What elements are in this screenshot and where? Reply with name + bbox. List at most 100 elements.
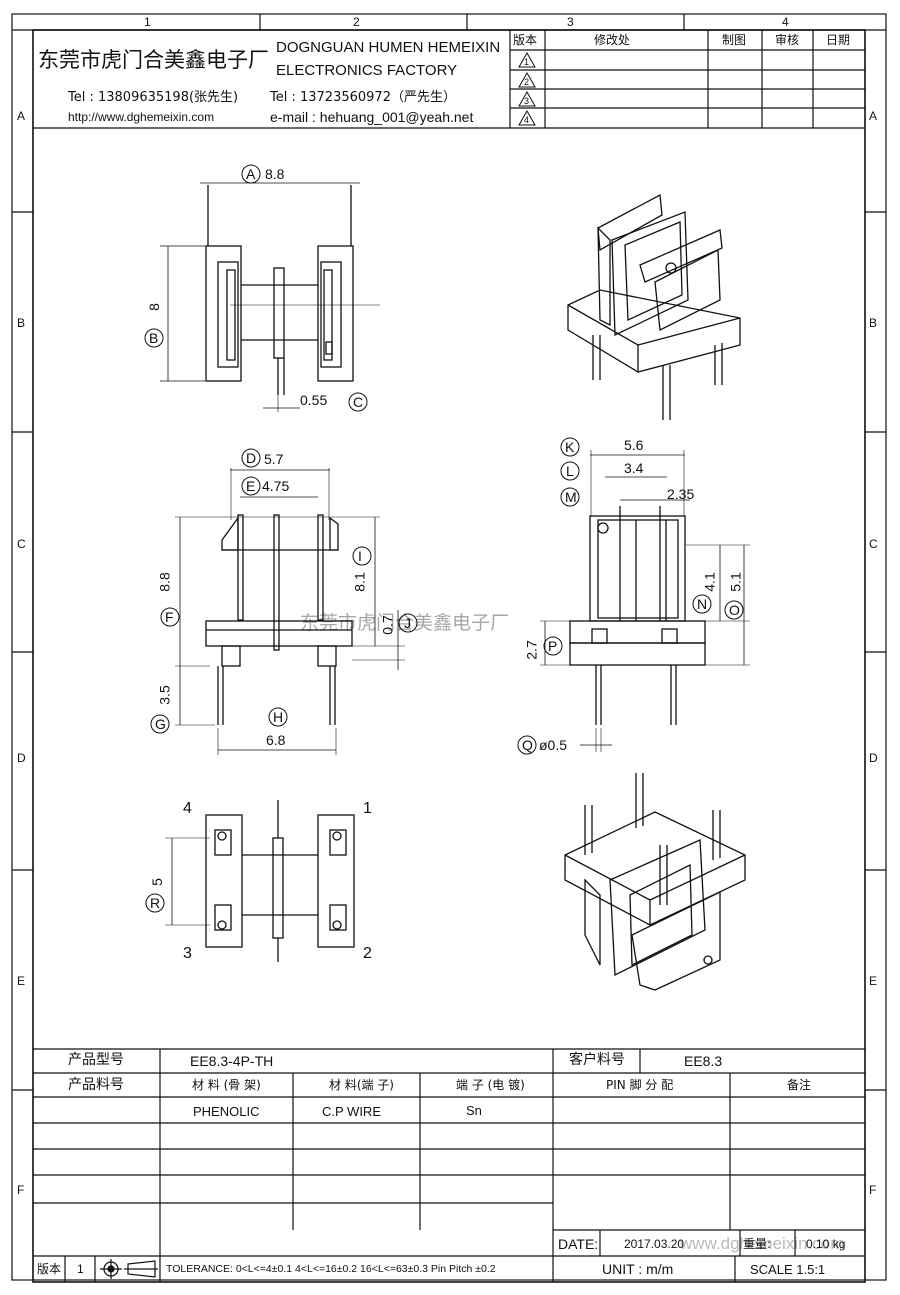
company-url[interactable]: http://www.dghemeixin.com — [68, 110, 215, 124]
rev-header-date: 日期 — [826, 33, 851, 47]
dim-circle-h — [268, 707, 288, 727]
material-bobbin-label: 材 料 (骨 架) — [192, 1078, 261, 1092]
dim-value-c: 0.55 — [300, 392, 328, 408]
dim-value-k: 5.6 — [624, 437, 644, 453]
dim-letter-q: Q — [522, 737, 533, 753]
bottom-view — [165, 800, 355, 962]
company-name-cn: 东莞市虎门合美鑫电子厂 — [38, 48, 269, 72]
dim-value-g: 3.5 — [156, 685, 173, 705]
pin-label-4: 4 — [183, 800, 192, 817]
zone-row-f-left: F — [17, 1183, 25, 1197]
iso-view-top — [567, 193, 741, 420]
unit-note: UNIT : m/m — [602, 1261, 674, 1277]
zone-row-c-left: C — [17, 537, 26, 551]
dim-value-r: 5 — [148, 878, 165, 886]
dim-value-a: 8.8 — [265, 166, 285, 182]
dim-letter-o: O — [729, 602, 740, 618]
dim-value-i: 8.1 — [351, 572, 368, 592]
zone-row-a-right: A — [869, 109, 878, 123]
inner-border — [32, 29, 866, 1283]
dim-circle-g — [150, 714, 170, 734]
zone-row-b-right: B — [869, 316, 878, 330]
scale-note: SCALE 1.5:1 — [750, 1262, 826, 1277]
material-terminal-value: C.P WIRE — [322, 1104, 381, 1119]
watermark-url: www.dghemeixin.com — [680, 1234, 845, 1253]
remark-label: 备注 — [787, 1078, 812, 1092]
dim-circle-b — [144, 328, 164, 348]
rev-number-1: 1 — [524, 57, 530, 67]
dim-circle-r — [145, 893, 165, 913]
date-value: 2017.03.20 — [624, 1237, 685, 1251]
dim-circle-l — [560, 461, 580, 481]
company-tel-1: Tel : 13809635198(张先生) — [68, 90, 239, 105]
dim-letter-j: J — [404, 615, 411, 631]
dim-letter-b: B — [149, 330, 159, 346]
zone-col-2: 2 — [353, 15, 360, 29]
zone-row-d-right: D — [869, 751, 878, 765]
front-view-top — [160, 182, 380, 412]
dim-value-n: 4.1 — [701, 572, 718, 592]
iso-view-bottom — [564, 773, 746, 991]
material-bobbin-value: PHENOLIC — [193, 1104, 260, 1119]
version-value: 1 — [77, 1262, 84, 1276]
dim-value-l: 3.4 — [624, 460, 644, 476]
company-email[interactable]: e-mail : hehuang_001@yeah.net — [270, 109, 474, 125]
company-tel-2: Tel : 13723560972（严先生） — [270, 90, 456, 105]
rev-header-version: 版本 — [513, 33, 538, 47]
dim-letter-c: C — [353, 394, 364, 410]
zone-col-3: 3 — [567, 15, 574, 29]
company-name-en-1: DOGNGUAN HUMEN HEMEIXIN — [276, 39, 501, 56]
dim-letter-l: L — [566, 463, 574, 479]
tolerance-note: TOLERANCE: 0<L<=4±0.1 4<L<=16±0.2 16<L<=… — [166, 1263, 496, 1275]
zone-row-b-left: B — [17, 316, 26, 330]
weight-value: 0.10 kg — [806, 1237, 846, 1251]
zone-row-a-left: A — [17, 109, 26, 123]
dim-value-e: 4.75 — [262, 478, 290, 494]
dim-letter-d: D — [246, 450, 257, 466]
dim-circle-c — [348, 392, 368, 412]
rev-header-drawn: 制图 — [722, 33, 747, 47]
dim-letter-g: G — [155, 716, 166, 732]
dim-circle-d — [241, 448, 261, 468]
rev-header-checked: 审核 — [775, 33, 800, 47]
dim-letter-f: F — [165, 609, 174, 625]
version-label: 版本 — [37, 1262, 62, 1276]
dim-letter-e: E — [246, 478, 256, 494]
product-code-label: 产品料号 — [68, 1077, 124, 1093]
terminal-plating-value: Sn — [466, 1103, 482, 1118]
product-model-label: 产品型号 — [68, 1052, 124, 1068]
zone-row-e-left: E — [17, 974, 26, 988]
customer-model-label: 客户料号 — [569, 1052, 625, 1068]
dim-letter-r: R — [150, 895, 161, 911]
dim-letter-k: K — [565, 439, 575, 455]
zone-row-e-right: E — [869, 974, 878, 988]
dim-letter-i: I — [358, 548, 362, 564]
dim-value-q: ø0.5 — [539, 737, 568, 753]
end-view-right — [540, 450, 750, 752]
dim-circle-n — [692, 594, 712, 614]
zone-row-d-left: D — [17, 751, 26, 765]
zone-row-c-right: C — [869, 537, 878, 551]
dim-circle-k — [560, 437, 580, 457]
dim-circle-o — [724, 600, 744, 620]
dim-circle-j — [398, 613, 418, 633]
rev-header-change: 修改处 — [594, 33, 631, 47]
dim-value-f: 8.8 — [156, 572, 173, 592]
dim-value-b: 8 — [145, 303, 162, 311]
dim-circle-i — [352, 546, 372, 566]
pin-label-2: 2 — [363, 945, 372, 962]
terminal-plating-label: 端 子 (电 镀) — [456, 1078, 525, 1092]
dim-value-o: 5.1 — [727, 572, 744, 592]
dim-value-m: 2.35 — [667, 486, 695, 502]
date-label: DATE: — [558, 1236, 599, 1252]
material-terminal-label: 材 料(端 子) — [329, 1078, 394, 1092]
dim-circle-p — [543, 636, 563, 656]
customer-model-value: EE8.3 — [684, 1053, 723, 1069]
dim-letter-h: H — [273, 709, 284, 725]
revision-triangles — [518, 51, 536, 126]
zone-row-f-right: F — [869, 1183, 877, 1197]
pin-label-3: 3 — [183, 945, 192, 962]
dim-circle-e — [241, 476, 261, 496]
zone-col-1: 1 — [144, 15, 151, 29]
dim-circle-a — [241, 164, 261, 184]
